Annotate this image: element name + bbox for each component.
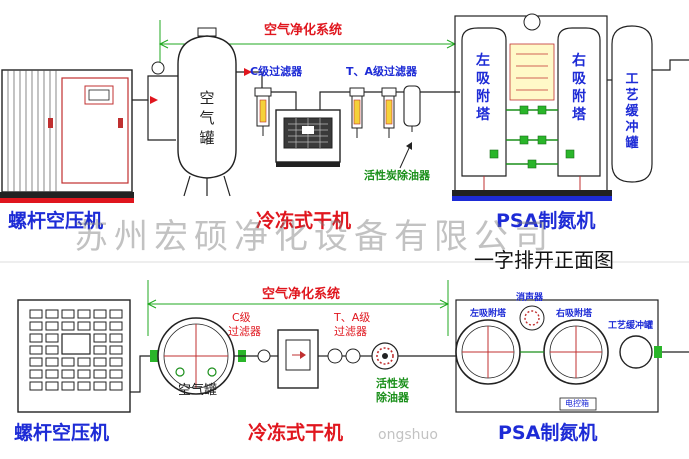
bottom-silencer-label: 消声器 (516, 293, 544, 303)
top-carbon-label: 活性炭除油器 (364, 169, 430, 182)
bottom-ta-filter-label-2: 过滤器 (334, 325, 367, 338)
top-pipe-1 (132, 75, 178, 141)
bottom-right-tower-label: 右吸附塔 (556, 309, 593, 319)
bottom-compressor-label: 螺杆空压机 (14, 422, 110, 444)
bottom-pipe-1 (130, 355, 158, 393)
pressure-gauge-icon (151, 61, 165, 75)
bottom-c-filter (257, 349, 271, 363)
bottom-system-label: 空气净化系统 (262, 287, 341, 302)
top-air-tank (177, 27, 237, 197)
top-carbon-filter (399, 85, 421, 169)
top-compressor (0, 69, 134, 203)
bottom-carbon-label-1: 活性炭 (376, 377, 409, 390)
bottom-buffer-label: 工艺缓冲罐 (608, 321, 654, 331)
bottom-tank-label: 空气罐 (178, 383, 218, 398)
bottom-ta-filter-label-1: T、A级 (334, 311, 371, 324)
bottom-dryer-label: 冷冻式干机 (248, 422, 344, 444)
bottom-psa-label: PSA制氮机 (498, 422, 598, 444)
bottom-c-filter-label-1: C级 (232, 311, 251, 324)
top-buffer-tank (607, 25, 689, 183)
bottom-ta-filters (327, 348, 361, 364)
top-tank-label: 空气罐 (199, 89, 215, 147)
top-buffer-label: 工艺缓冲罐 (625, 72, 639, 151)
bottom-c-filter-label-2: 过滤器 (228, 325, 261, 338)
top-psa-label: PSA制氮机 (496, 210, 596, 232)
top-system-label: 空气净化系统 (264, 23, 343, 38)
front-view-caption: 一字排开正面图 (474, 248, 614, 272)
top-dryer (275, 109, 341, 167)
top-left-tower-label: 左吸附塔 (476, 53, 490, 123)
bottom-dryer (277, 329, 319, 389)
flow-arrow-icon (244, 68, 252, 76)
top-c-filter-label: C级过滤器 (250, 65, 303, 78)
top-right-tower-label: 右吸附塔 (572, 53, 586, 123)
bottom-left-tower-label: 左吸附塔 (470, 309, 507, 319)
top-pipe-3 (271, 91, 297, 110)
bottom-control-label: 电控箱 (565, 399, 589, 408)
top-psa-frame (452, 13, 612, 201)
bottom-system-span (146, 280, 450, 336)
top-ta-filters (349, 87, 397, 138)
bottom-carbon-label-2: 除油器 (376, 391, 409, 404)
bottom-buffer-tank (619, 335, 689, 369)
top-c-filter (254, 87, 272, 136)
bottom-compressor (17, 299, 131, 413)
top-ta-filter-label: T、A级过滤器 (346, 65, 418, 78)
bottom-partial-watermark: ongshuo (378, 427, 438, 443)
top-compressor-label: 螺杆空压机 (8, 210, 104, 232)
bottom-carbon-filter (371, 342, 399, 370)
top-dryer-label: 冷冻式干机 (256, 210, 352, 232)
flow-arrow-icon (150, 96, 158, 104)
watermark-text: 苏州宏硕净化设备有限公司 (74, 217, 554, 257)
